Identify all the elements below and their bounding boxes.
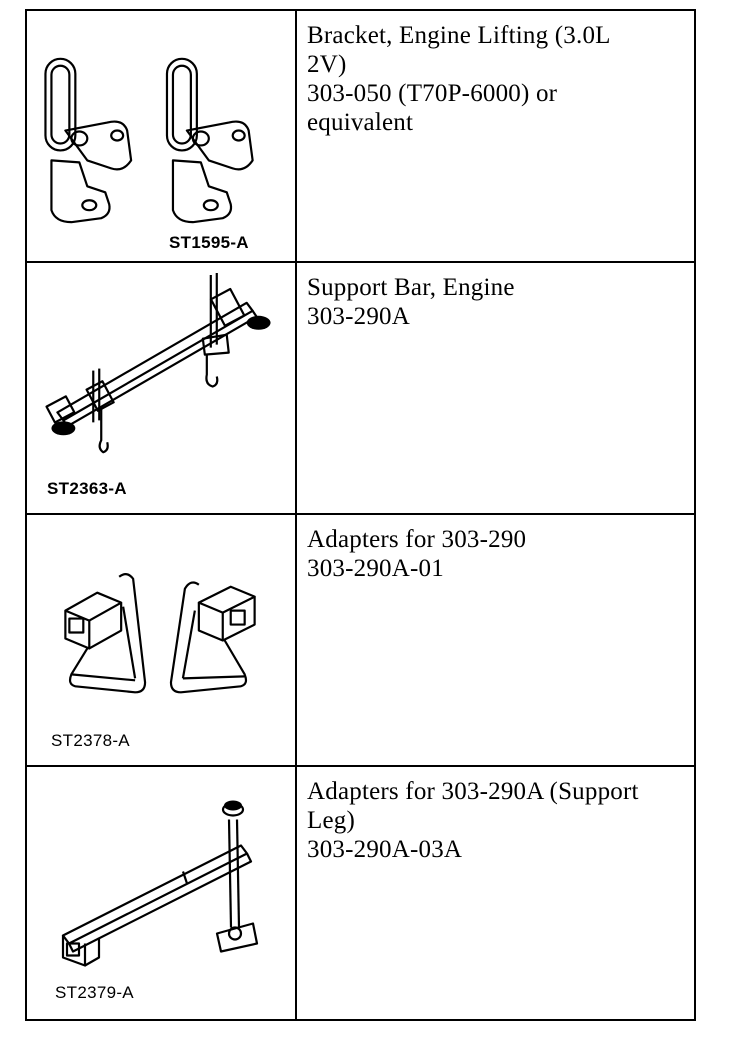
engine-lifting-bracket-illustration bbox=[44, 57, 254, 224]
tool-number-line: 303-290A-01 bbox=[307, 555, 444, 582]
tool-description-cell: Adapters for 303-290A (Support Leg) 303-… bbox=[297, 767, 694, 1019]
figure-code: ST2378-A bbox=[51, 731, 130, 750]
adapters-illustration bbox=[64, 573, 256, 694]
figure-code: ST2379-A bbox=[55, 983, 134, 1002]
tool-number-line: 303-290A bbox=[307, 303, 410, 330]
tool-description-cell: Support Bar, Engine 303-290A bbox=[297, 263, 694, 515]
tool-name-line: Support Bar, Engine bbox=[307, 274, 515, 301]
figure-code: ST1595-A bbox=[169, 233, 249, 252]
tool-figure-cell: ST1595-A bbox=[27, 11, 297, 263]
tool-number-line: 303-050 (T70P-6000) or bbox=[307, 80, 558, 107]
tool-figure-cell: ST2379-A bbox=[27, 767, 297, 1019]
tool-figure-cell: ST2363-A bbox=[27, 263, 297, 515]
tool-description-cell: Bracket, Engine Lifting (3.0L 2V) 303-05… bbox=[297, 11, 694, 263]
figure-code: ST2363-A bbox=[47, 479, 127, 498]
tool-name-line: Adapters for 303-290A (Support bbox=[307, 778, 639, 805]
engine-support-bar-illustration bbox=[45, 272, 271, 454]
tool-name-line: Leg) bbox=[307, 807, 355, 834]
special-tools-table: ST1595-A Bracket, Engine Lifting (3.0L 2… bbox=[25, 9, 696, 1021]
tool-name-line: Bracket, Engine Lifting (3.0L bbox=[307, 22, 611, 49]
tool-name-line: 2V) bbox=[307, 51, 347, 78]
support-leg-adapter-illustration bbox=[61, 800, 259, 967]
tool-figure-cell: ST2378-A bbox=[27, 515, 297, 767]
tool-number-line: 303-290A-03A bbox=[307, 836, 463, 863]
tool-description-cell: Adapters for 303-290 303-290A-01 bbox=[297, 515, 694, 767]
tool-number-line: equivalent bbox=[307, 109, 414, 136]
tool-name-line: Adapters for 303-290 bbox=[307, 526, 527, 553]
